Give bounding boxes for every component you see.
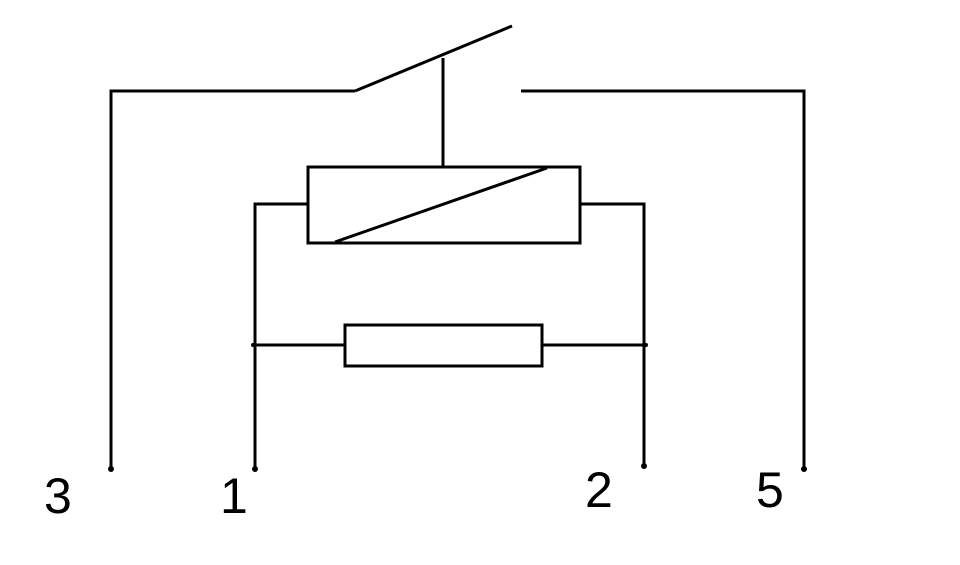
terminal-2-dot (641, 463, 647, 469)
wire-coil-to-pin2 (580, 202, 646, 465)
pin-label-5: 5 (756, 462, 784, 518)
terminal-5-dot (801, 466, 807, 472)
switch-blade (354, 24, 513, 93)
pin-label-1: 1 (220, 468, 248, 524)
wire-pin3-to-switch (109, 89, 355, 468)
junction-left-dot (251, 343, 255, 347)
wire-pin1-to-coil (253, 202, 308, 468)
terminal-1-dot (252, 466, 258, 472)
coil-diagonal (334, 166, 548, 244)
pin-label-3: 3 (44, 468, 72, 524)
terminal-3-dot (108, 466, 114, 472)
parallel-resistor (343, 323, 544, 368)
junction-right-dot (644, 343, 648, 347)
wire-pin5-to-contact (521, 89, 806, 468)
pin-label-2: 2 (585, 462, 613, 518)
